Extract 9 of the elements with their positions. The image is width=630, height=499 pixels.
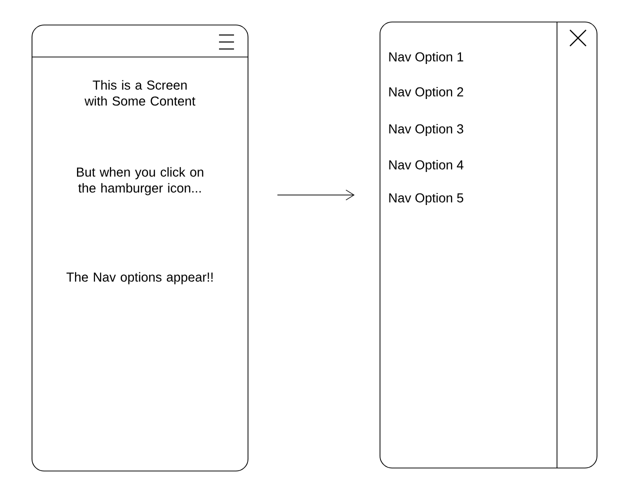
body-text: This is a Screen with Some Content	[84, 80, 196, 106]
menu-item: Nav Option 5	[389, 192, 464, 206]
menu-item: Nav Option 3	[389, 124, 464, 136]
menu-item: Nav Option 4	[389, 160, 464, 172]
body-text: The Nav options appear!!	[66, 272, 213, 284]
menu-item: Nav Option 2	[389, 86, 464, 100]
body-text: But when you click on the hamburger icon...	[77, 167, 204, 196]
arrow	[277, 190, 355, 200]
menu-item: Nav Option 1	[389, 52, 464, 64]
